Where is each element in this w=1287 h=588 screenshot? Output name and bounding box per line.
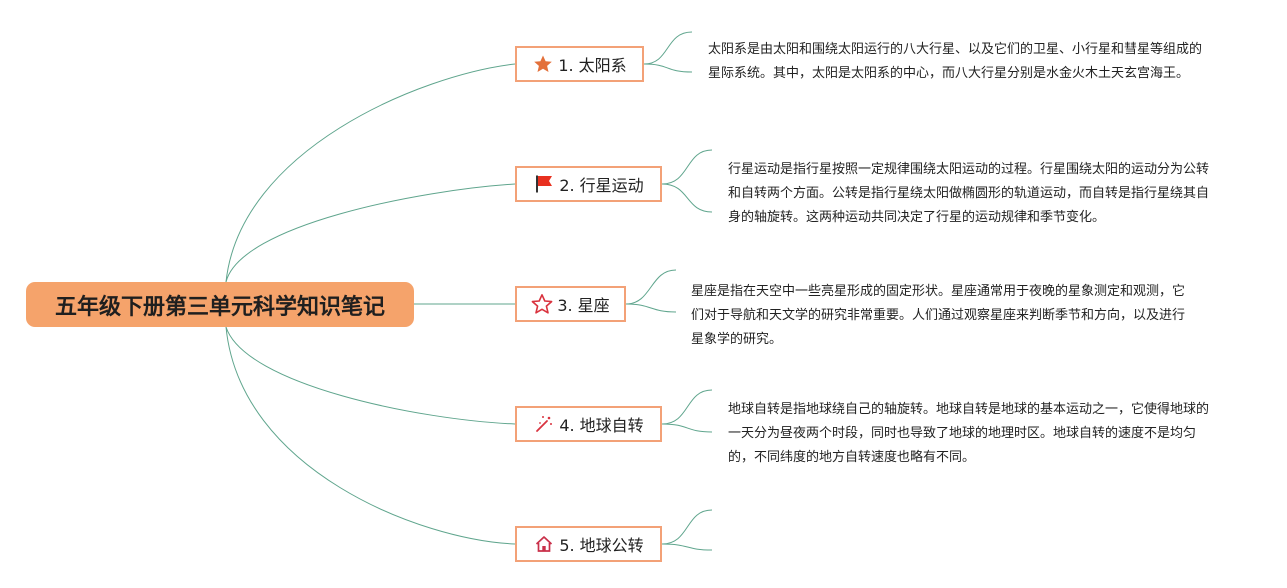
branch-label-3: 3. 星座 xyxy=(557,296,610,315)
connector-branch-5-to-desc-b xyxy=(661,543,713,551)
root-title: 五年级下册第三单元科学知识笔记 xyxy=(54,294,385,320)
connector-branch-3-to-desc xyxy=(625,269,677,305)
home-icon xyxy=(533,533,555,555)
branch-label-4: 4. 地球自转 xyxy=(559,416,644,435)
branch-description-1: 太阳系是由太阳和围绕太阳运行的八大行星、以及它们的卫星、小行星和彗星等组成的星际… xyxy=(708,42,1203,81)
star-outline-icon xyxy=(531,293,553,315)
branch-node-3[interactable]: 3. 星座 xyxy=(515,286,626,322)
branch-description-3: 星座是指在天空中一些亮星形成的固定形状。星座通常用于夜晚的星象测定和观测，它们对… xyxy=(691,284,1186,347)
branch-label-5: 5. 地球公转 xyxy=(559,536,644,555)
connector-branch-4-to-desc xyxy=(661,389,713,425)
connector-branch-4-to-desc-b xyxy=(661,423,713,433)
connector-branch-5-to-desc xyxy=(661,509,713,545)
branch-node-1[interactable]: 1. 太阳系 xyxy=(515,46,644,82)
connector-branch-2-to-desc-b xyxy=(661,183,713,213)
branch-label-2: 2. 行星运动 xyxy=(559,176,644,195)
connector-root-to-branch-2 xyxy=(225,183,516,283)
connector-root-to-branch-1 xyxy=(225,63,516,283)
branch-node-5[interactable]: 5. 地球公转 xyxy=(515,526,662,562)
branch-description-4: 地球自转是指地球绕自己的轴旋转。地球自转是地球的基本运动之一，它使得地球的一天分… xyxy=(728,402,1210,465)
branch-description-2: 行星运动是指行星按照一定规律围绕太阳运动的过程。行星围绕太阳的运动分为公转和自转… xyxy=(728,162,1210,225)
connector-branch-3-to-desc-b xyxy=(625,303,677,313)
connector-root-to-branch-5 xyxy=(225,326,516,545)
root-topic[interactable]: 五年级下册第三单元科学知识笔记 xyxy=(26,282,414,327)
flag-icon xyxy=(533,173,555,195)
branch-label-1: 1. 太阳系 xyxy=(558,56,627,75)
branch-node-2[interactable]: 2. 行星运动 xyxy=(515,166,662,202)
connector-branch-1-to-desc xyxy=(643,31,693,65)
connector-branch-1-to-desc-b xyxy=(643,63,693,73)
connector-root-to-branch-4 xyxy=(225,326,516,425)
star-filled-icon xyxy=(532,53,554,75)
branch-node-4[interactable]: 4. 地球自转 xyxy=(515,406,662,442)
connector-branch-2-to-desc xyxy=(661,149,713,185)
magic-wand-icon xyxy=(533,413,555,435)
